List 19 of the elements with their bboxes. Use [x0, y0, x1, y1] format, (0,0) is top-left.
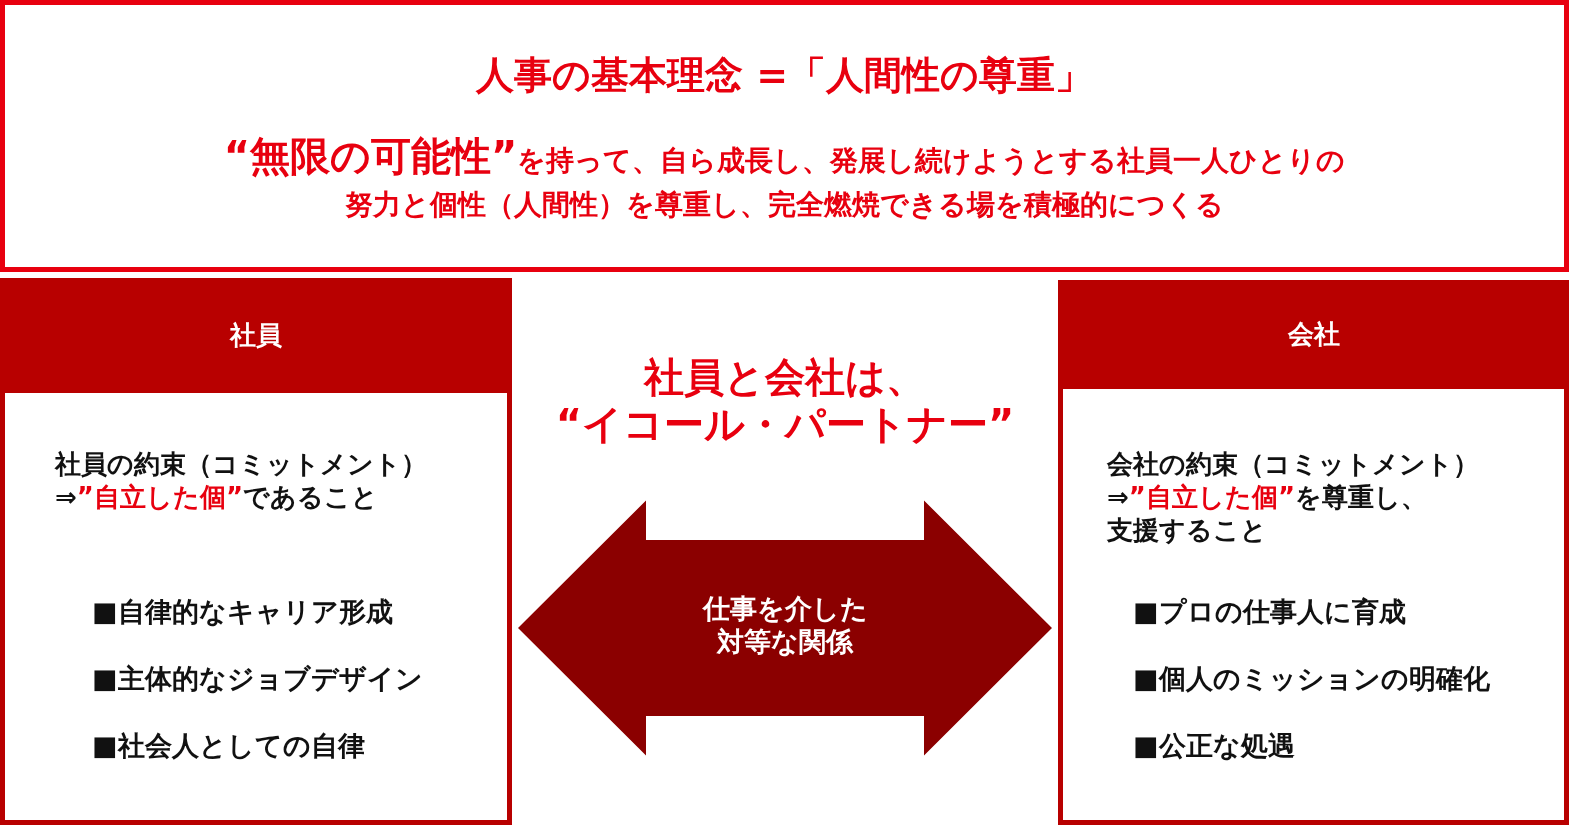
commitment-heading: 社員の約束（コミットメント）: [55, 448, 427, 481]
tagline-text: 社員と会社は、: [644, 354, 926, 401]
bullet-item: ■自律的なキャリア形成: [92, 595, 393, 629]
commitment-text: ⇒”自立した個”であること: [55, 481, 379, 514]
principle-heading: 人事の基本理念 =「人間性の尊重」: [475, 53, 1094, 97]
bullet-item: ■社会人としての自律: [92, 729, 365, 763]
double-arrow: [518, 500, 1052, 756]
commitment-heading: 会社の約束（コミットメント）: [1107, 448, 1479, 481]
bullet-item: ■個人のミッションの明確化: [1133, 662, 1490, 696]
principle-box: [0, 0, 1569, 272]
bullet-item: ■公正な処遇: [1133, 729, 1295, 763]
principle-text: “無限の可能性”を持って、自ら成長し、発展し続けようとする社員一人ひとりの努力と個性（人間性）を尊重し、完全燃焼できる場を積極的につくる: [222, 136, 1347, 223]
panel-card: [1058, 280, 1569, 825]
panel-card: [0, 278, 512, 825]
edge-label: 仕事を介した対等な関係: [701, 592, 869, 658]
commitment-text: ⇒”自立した個”を尊重し、支援すること: [1107, 481, 1428, 547]
bullet-item: ■主体的なジョブデザイン: [92, 662, 423, 696]
tagline-text: “イコール・パートナー”: [555, 401, 1015, 448]
bullet-item: ■プロの仕事人に育成: [1133, 595, 1406, 629]
